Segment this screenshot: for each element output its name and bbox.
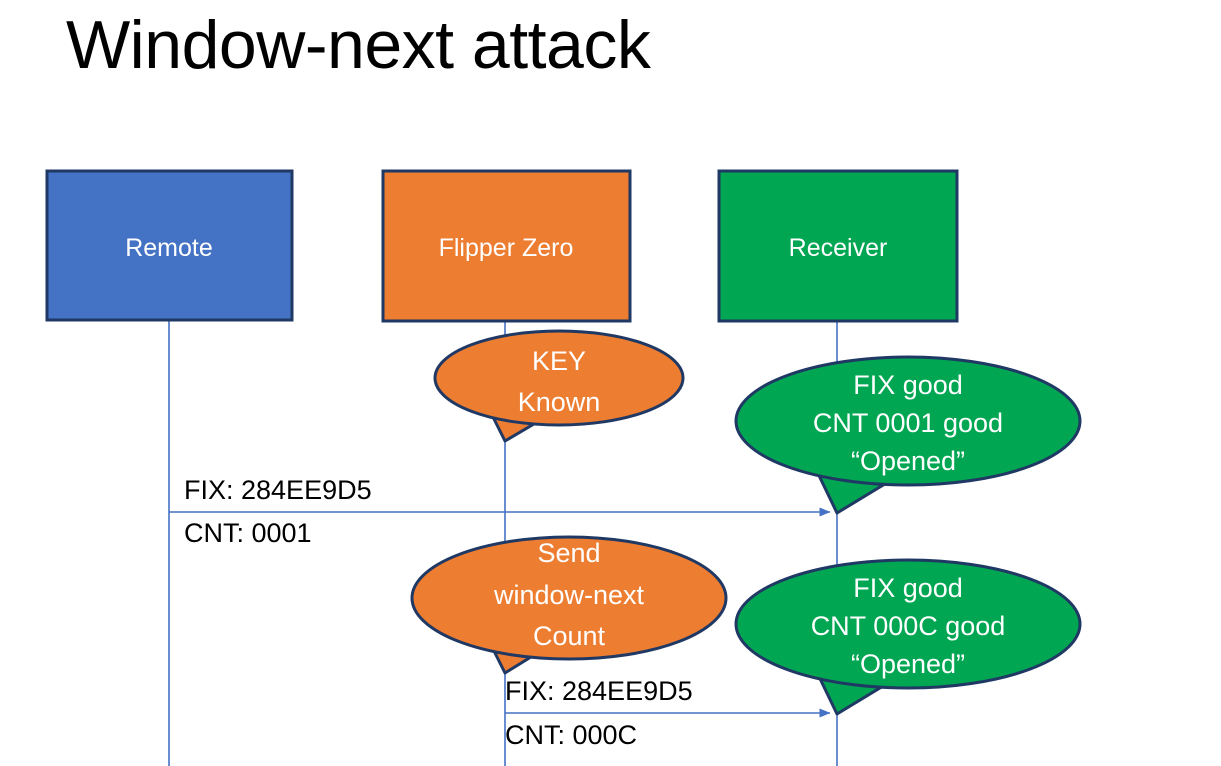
- callout-send-window-next-line-3: Count: [533, 621, 606, 651]
- page-title: Window-next attack: [66, 7, 651, 83]
- message-1-label-above: FIX: 284EE9D5: [184, 475, 372, 505]
- callout-receiver-ok-1-line-3: “Opened”: [851, 446, 965, 476]
- message-remote-to-receiver: FIX: 284EE9D5 CNT: 0001: [169, 475, 831, 548]
- message-2-label-below: CNT: 000C: [505, 720, 637, 750]
- callout-receiver-ok-2-body[interactable]: [734, 558, 1082, 690]
- callout-send-window-next-line-1: Send: [537, 538, 600, 568]
- callout-receiver-ok-2-line-2: CNT 000C good: [811, 611, 1006, 641]
- callout-send-window-next-body[interactable]: [410, 535, 728, 661]
- actor-remote-box[interactable]: [45, 169, 294, 322]
- actor-receiver[interactable]: Receiver: [717, 169, 959, 323]
- actor-remote[interactable]: Remote: [45, 169, 294, 322]
- actor-receiver-label: Receiver: [789, 234, 888, 262]
- callout-receiver-ok-2-line-3: “Opened”: [851, 649, 965, 679]
- callout-key-known-line-1: KEY: [532, 346, 586, 376]
- callout-key-known-body[interactable]: [433, 329, 685, 427]
- callout-key-known[interactable]: KEY Known: [433, 329, 685, 443]
- actor-remote-label: Remote: [125, 234, 213, 262]
- message-flipper-to-receiver: FIX: 284EE9D5 CNT: 000C: [505, 676, 831, 750]
- actor-flipper[interactable]: Flipper Zero: [381, 169, 632, 323]
- message-2-label-above: FIX: 284EE9D5: [505, 676, 693, 706]
- callout-key-known-line-2: Known: [518, 387, 601, 417]
- actor-receiver-box[interactable]: [717, 169, 959, 323]
- callout-send-window-next-line-2: window-next: [493, 580, 645, 610]
- callout-receiver-ok-1-body[interactable]: [734, 355, 1082, 487]
- actor-flipper-box[interactable]: [381, 169, 632, 323]
- actor-flipper-label: Flipper Zero: [439, 234, 574, 262]
- callout-receiver-ok-1-line-1: FIX good: [853, 370, 963, 400]
- callout-receiver-ok-2[interactable]: FIX good CNT 000C good “Opened”: [734, 558, 1082, 716]
- callout-receiver-ok-1-line-2: CNT 0001 good: [813, 408, 1003, 438]
- callout-receiver-ok-2-line-1: FIX good: [853, 573, 963, 603]
- message-1-label-below: CNT: 0001: [184, 518, 312, 548]
- callout-send-window-next[interactable]: Send window-next Count: [410, 535, 728, 675]
- callout-receiver-ok-1[interactable]: FIX good CNT 0001 good “Opened”: [734, 355, 1082, 515]
